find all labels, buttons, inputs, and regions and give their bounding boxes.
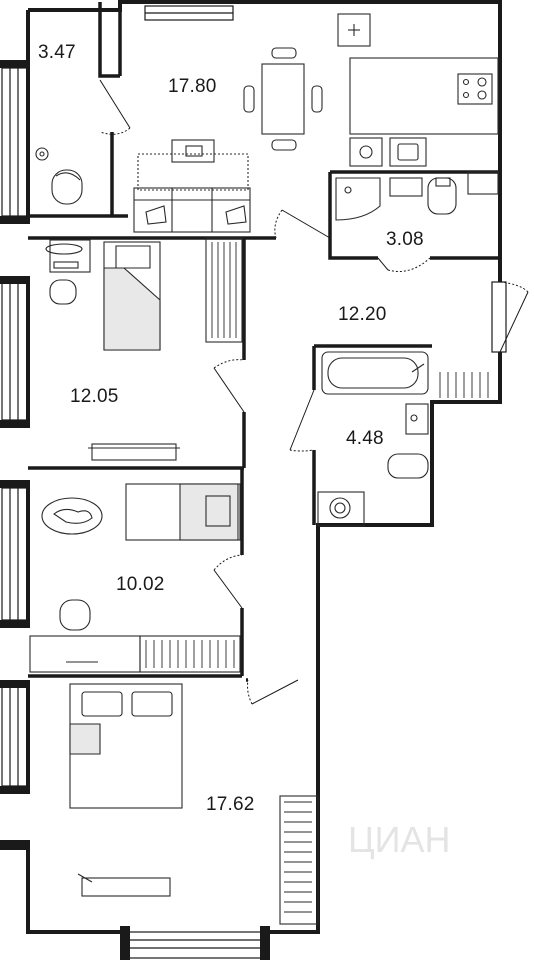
area-label-bathroom-small: 3.08 — [386, 229, 424, 250]
watermark: ЦИАН — [348, 819, 451, 860]
area-label-bedroom-middle: 10.02 — [116, 574, 165, 595]
area-label-master-bedroom: 17.62 — [206, 794, 255, 815]
closet-stripes — [145, 242, 489, 913]
area-label-kitchen-living: 17.80 — [168, 76, 217, 97]
area-label-hallway: 12.20 — [338, 304, 387, 325]
furniture — [29, 13, 499, 925]
wall-jambs — [0, 60, 270, 960]
area-label-bedroom-upper: 12.05 — [70, 386, 119, 407]
area-label-storage: 3.47 — [38, 42, 76, 63]
interior-walls — [28, 2, 500, 932]
doors — [99, 79, 529, 705]
area-label-bathroom-main: 4.48 — [346, 428, 384, 449]
